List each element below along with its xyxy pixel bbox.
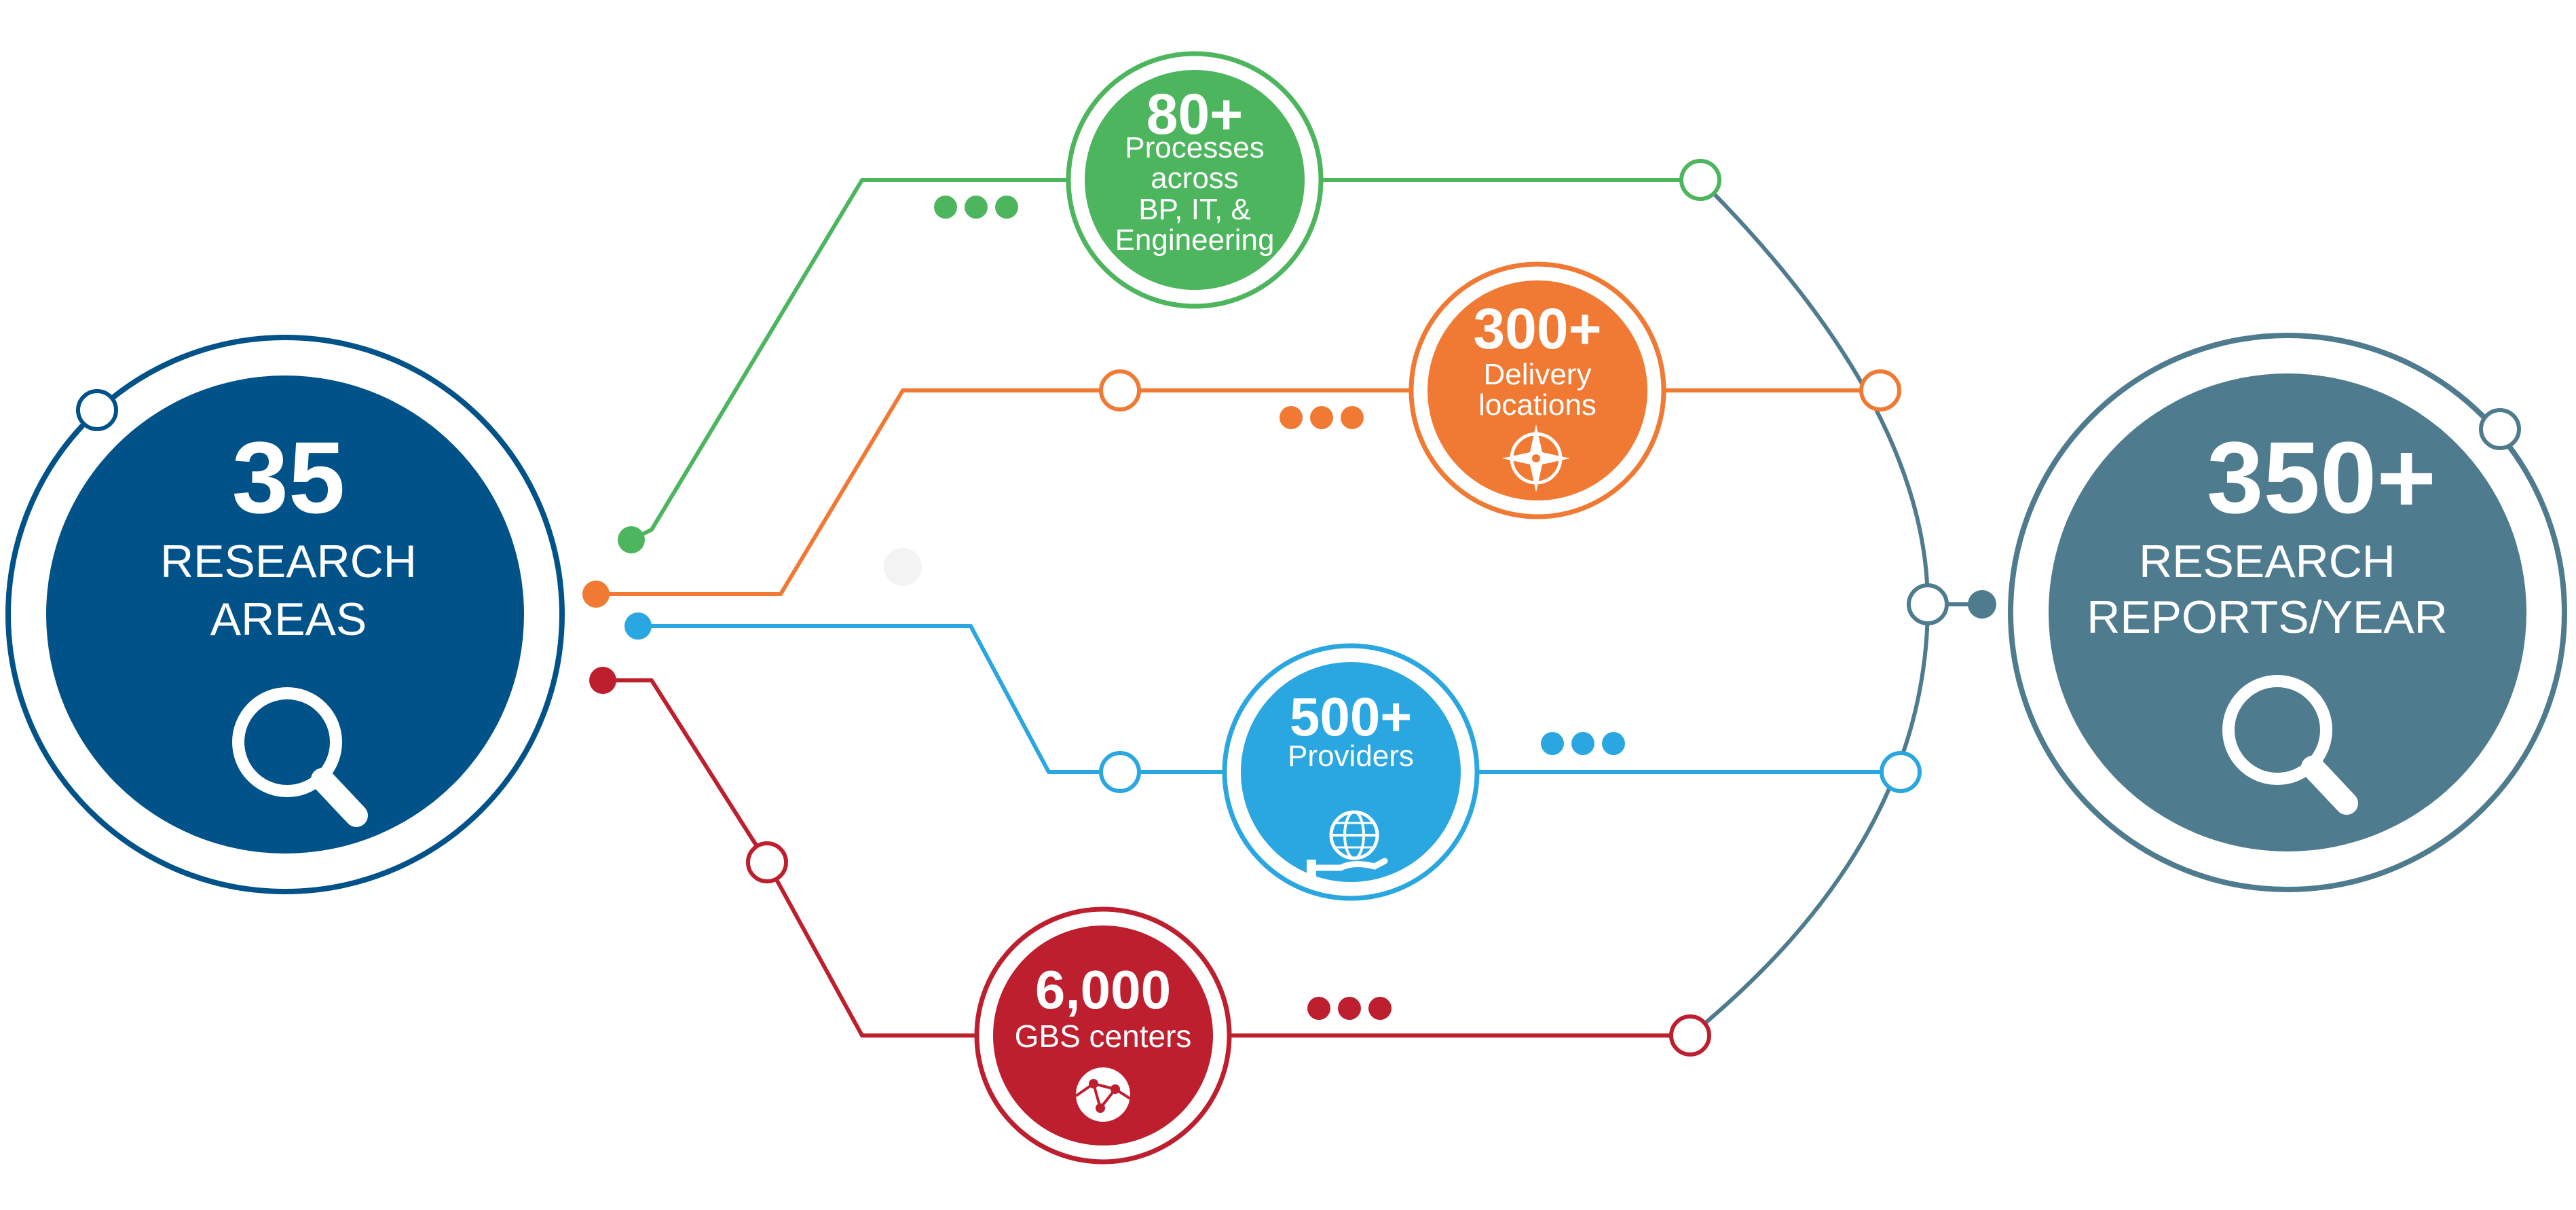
right-arc xyxy=(1688,178,1930,1038)
node-processes-line: Engineering xyxy=(1115,223,1275,257)
node-delivery: 300+ Delivery locations xyxy=(1408,261,1666,519)
left-hub-value: 35 xyxy=(232,420,346,534)
blue-mid-ring xyxy=(1099,751,1141,793)
green-end-ring xyxy=(1679,159,1721,201)
node-processes-line: Processes xyxy=(1125,131,1264,164)
node-delivery-line: Delivery xyxy=(1484,358,1592,391)
left-hub-core xyxy=(46,375,524,854)
compass-icon xyxy=(1502,424,1570,492)
magnifier-icon xyxy=(2222,675,2358,815)
right-hub-orbit-ring xyxy=(2479,408,2521,450)
connector-markers xyxy=(582,159,1996,1057)
orange-start-dot xyxy=(582,581,610,608)
green-ellipsis xyxy=(934,196,1018,219)
red-start-dot xyxy=(589,667,616,694)
left-hub: 35 RESEARCH AREAS xyxy=(5,335,565,894)
node-processes: 80+ Processes across BP, IT, & Engineeri… xyxy=(1066,51,1324,309)
orange-mid-ring xyxy=(1099,369,1141,411)
magnifier-icon xyxy=(232,687,368,827)
right-hub-core xyxy=(2049,373,2526,851)
node-gbs-line: GBS centers xyxy=(1015,1019,1192,1054)
red-mid-ring xyxy=(746,841,788,883)
orange-end-ring xyxy=(1859,369,1901,411)
arc-ring xyxy=(1907,583,1949,625)
node-gbs: 6,000 GBS centers xyxy=(974,906,1232,1165)
right-hub-label-line2: REPORTS/YEAR xyxy=(2087,591,2448,643)
node-processes-core xyxy=(1085,70,1305,290)
red-ellipsis xyxy=(1307,997,1392,1020)
right-hub: 350+ RESEARCH REPORTS/YEAR xyxy=(2008,333,2567,892)
right-hub-value: 350+ xyxy=(2207,420,2436,534)
green-start-dot xyxy=(618,526,645,553)
node-providers: 500+ Providers xyxy=(1222,643,1480,901)
network-globe-icon xyxy=(1075,1067,1132,1122)
blue-ellipsis xyxy=(1541,732,1625,755)
connector-paths xyxy=(594,178,1984,1038)
left-hub-label-line2: AREAS xyxy=(210,593,367,645)
globe-hand-icon xyxy=(1307,810,1388,877)
arc-connector-dot xyxy=(1968,590,1996,619)
node-delivery-value: 300+ xyxy=(1473,297,1601,361)
left-hub-label-line1: RESEARCH xyxy=(160,536,417,587)
orange-path xyxy=(594,388,1882,596)
ellipsis-markers xyxy=(934,196,1625,1020)
node-delivery-core xyxy=(1427,280,1647,500)
blue-start-dot xyxy=(624,612,652,640)
faint-dot xyxy=(884,548,922,586)
left-hub-orbit-ring xyxy=(76,389,118,431)
blue-end-ring xyxy=(1880,751,1922,793)
red-end-ring xyxy=(1669,1014,1711,1057)
node-delivery-line: locations xyxy=(1478,388,1597,422)
node-providers-line: Providers xyxy=(1288,739,1414,773)
node-processes-line: across xyxy=(1151,162,1239,195)
right-hub-label-line1: RESEARCH xyxy=(2139,536,2395,587)
node-gbs-core xyxy=(993,925,1213,1145)
node-gbs-value: 6,000 xyxy=(1035,959,1171,1020)
node-processes-value: 80+ xyxy=(1146,82,1244,146)
node-processes-line: BP, IT, & xyxy=(1138,193,1251,226)
node-providers-core xyxy=(1241,662,1461,882)
orange-ellipsis xyxy=(1280,406,1364,429)
node-providers-value: 500+ xyxy=(1290,686,1412,747)
